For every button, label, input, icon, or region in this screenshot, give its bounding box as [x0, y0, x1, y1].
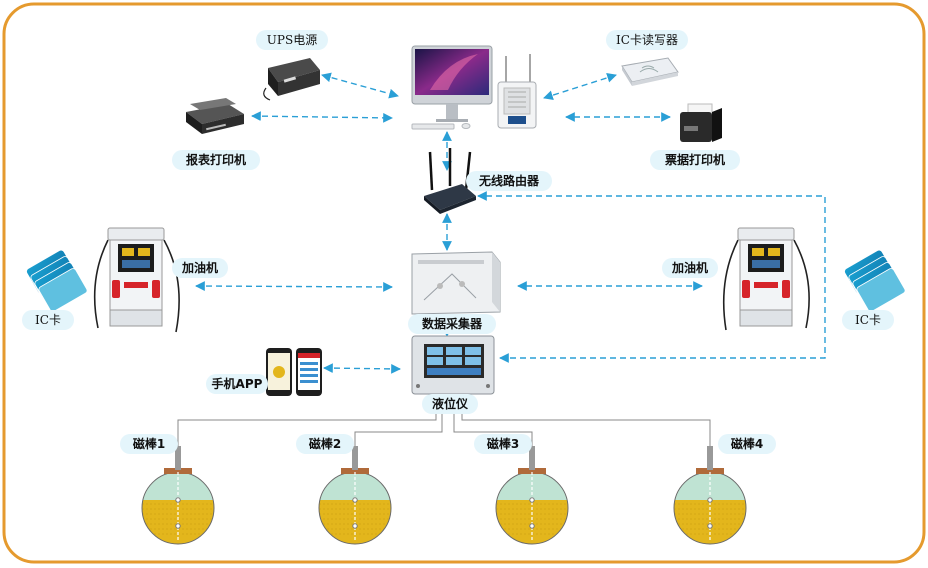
ic-reader-icon — [621, 57, 679, 86]
label-level-gauge: 液位仪 — [432, 396, 469, 411]
labels: UPS电源 IC卡读写器 报表打印机 票据打印机 无线路由器 加油机 加油机 I… — [22, 30, 894, 454]
label-receipt-printer: 票据打印机 — [665, 152, 725, 167]
connection-arrows — [195, 72, 826, 374]
arrow-icreader-computer — [543, 73, 617, 100]
label-probe-3: 磁棒3 — [486, 436, 519, 451]
label-ic-card-left: IC卡 — [35, 313, 61, 327]
report-printer-icon — [186, 98, 244, 134]
label-router: 无线路由器 — [478, 173, 540, 188]
mobile-phones-icon — [266, 348, 322, 396]
router-icon — [424, 148, 476, 214]
data-collector-icon — [411, 251, 501, 315]
label-ups: UPS电源 — [267, 33, 317, 47]
label-ic-reader: IC卡读写器 — [616, 33, 678, 47]
label-report-printer: 报表打印机 — [186, 152, 246, 167]
label-dispenser-right: 加油机 — [671, 260, 708, 275]
label-probe-2: 磁棒2 — [308, 436, 341, 451]
label-ic-card-right: IC卡 — [855, 313, 881, 327]
label-probe-1: 磁棒1 — [132, 436, 165, 451]
arrow-dispenser-left-collector — [195, 281, 393, 292]
ups-icon — [263, 58, 320, 101]
label-dispenser-left: 加油机 — [181, 260, 218, 275]
arrow-gauge-router-loop — [477, 191, 826, 363]
computer-icon — [411, 45, 537, 130]
ic-card-right-icon — [844, 250, 906, 312]
arrow-app-gauge — [323, 363, 401, 374]
label-mobile-app: 手机APP — [212, 376, 263, 391]
dispenser-left-icon — [93, 227, 180, 333]
receipt-printer-icon — [680, 103, 722, 142]
label-data-collector: 数据采集器 — [422, 316, 483, 331]
arrow-printer-computer — [251, 111, 393, 123]
dispenser-right-icon — [722, 227, 810, 331]
arrow-ups-computer — [321, 72, 399, 99]
level-gauge-icon — [411, 335, 495, 395]
ic-card-left-icon — [26, 250, 88, 312]
label-probe-4: 磁棒4 — [730, 436, 763, 451]
